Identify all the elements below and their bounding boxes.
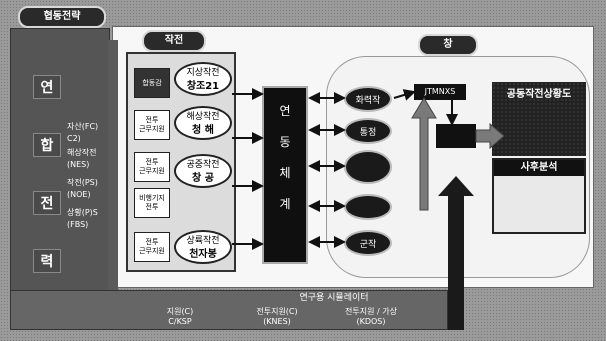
strategy-note: 자산(FC) [67, 121, 98, 132]
analysis-pane: 사후분석 [492, 158, 586, 234]
system-node: 통정 [344, 118, 392, 144]
linkage-char: 계 [264, 195, 306, 212]
operation-node: 지상작전 창조21 [174, 62, 232, 96]
processing-block [436, 124, 476, 148]
strategy-note: C2) [67, 133, 81, 144]
operation-node: 공중작전 창 공 [174, 154, 232, 188]
system-node [344, 194, 392, 220]
operation-name: 해상작전 [186, 112, 219, 122]
simulator-item: 전투지원 / 가상 (KDOS) [323, 307, 419, 327]
org-box: 전투 근무지원 [134, 232, 170, 262]
org-box: 합동감 [134, 68, 170, 98]
process-title: 작전 [142, 30, 206, 52]
simulator-band: 연구용 시뮬레이터 지원(C) C/KSP 전투지원(C) (KNES) 전투지… [10, 290, 448, 330]
strategy-char: 합 [33, 133, 61, 157]
operation-codename: 창조21 [176, 80, 230, 93]
linkage-char: 동 [264, 133, 306, 150]
analysis-title: 사후분석 [494, 160, 584, 176]
operation-codename: 천자봉 [176, 248, 230, 261]
linkage-block: 연 동 체 계 [262, 86, 308, 264]
simulator-title: 연구용 시뮬레이터 [279, 293, 389, 303]
strategy-note: 상황(P)S [67, 207, 98, 218]
linkage-char: 연 [264, 102, 306, 119]
simulator-item: 지원(C) C/KSP [137, 307, 223, 327]
operation-name: 지상작전 [186, 68, 219, 78]
linkage-char: 체 [264, 164, 306, 181]
strategy-note: 해상작전 [67, 147, 96, 158]
operation-name: 상륙작전 [186, 236, 219, 246]
strategy-note: (NOE) [67, 189, 91, 200]
situation-map-pane: 공동작전상황도 [492, 82, 586, 156]
strategy-char: 연 [33, 75, 61, 99]
window-title: 창 [418, 34, 478, 56]
jtmnxs-box: JTMNXS [414, 84, 466, 100]
operation-codename: 청 해 [176, 124, 230, 137]
strategy-note: (FBS) [67, 219, 88, 230]
system-node: 화력작 [344, 86, 392, 112]
strategy-char: 전 [33, 191, 61, 215]
strategy-title: 협동전략 [18, 6, 106, 28]
simulator-item: 전투지원(C) (KNES) [237, 307, 317, 327]
org-box: 비행기지 전투 [134, 188, 170, 218]
strategy-note: (NES) [67, 159, 89, 170]
operation-node: 해상작전 청 해 [174, 106, 232, 140]
situation-map-title: 공동작전상황도 [492, 85, 586, 100]
org-box: 전투 근무지원 [134, 110, 170, 140]
strategy-note: 작전(PS) [67, 177, 98, 188]
operation-name: 공중작전 [186, 160, 219, 170]
operations-panel: 합동감 지상작전 창조21 전투 근무지원 해상작전 청 해 전투 근무지원 공… [126, 52, 236, 272]
system-node [344, 150, 392, 184]
operation-codename: 창 공 [176, 172, 230, 185]
strategy-char: 력 [33, 249, 61, 273]
org-box: 전투 근무지원 [134, 152, 170, 182]
system-node: 군작 [344, 230, 392, 256]
strategy-column: 연 합 전 력 자산(FC) C2) 해상작전 (NES) 작전(PS) (NO… [10, 28, 110, 308]
operation-node: 상륙작전 천자봉 [174, 230, 232, 264]
